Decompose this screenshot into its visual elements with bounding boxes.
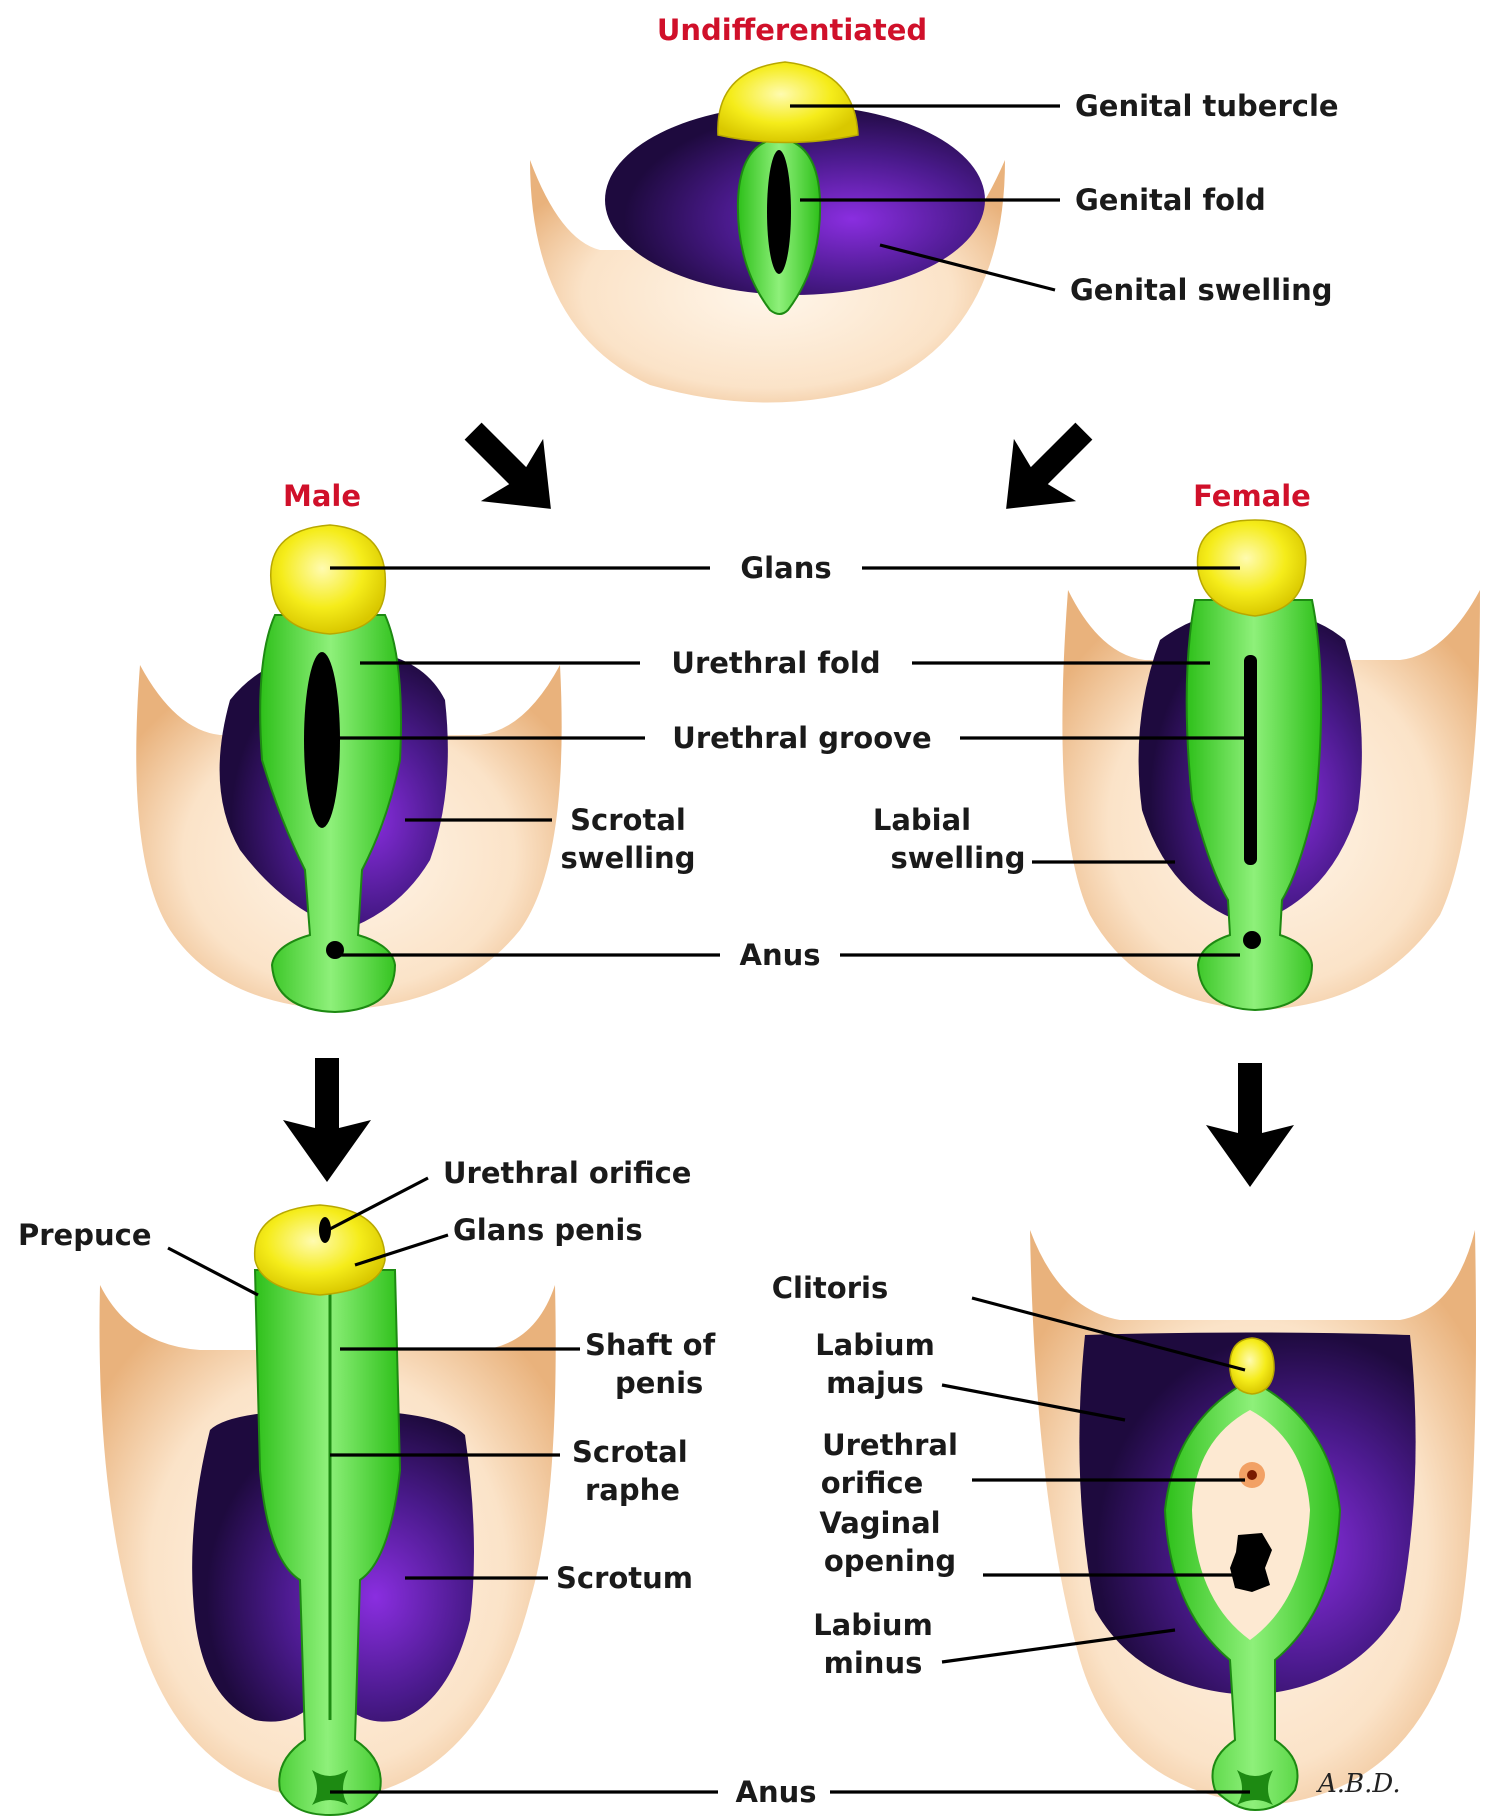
artist-signature: A.B.D.: [1316, 1769, 1401, 1799]
arrow-male-down: [283, 1058, 371, 1182]
vestibule-shape: [1192, 1410, 1310, 1640]
female-final-anus-shape: [1237, 1770, 1273, 1805]
label-scrotal-raphe-line1: Scrotal: [572, 1435, 688, 1469]
label-female-urethral-orifice-line1: Urethral: [822, 1428, 958, 1462]
label-vaginal-opening-line1: Vaginal: [819, 1506, 940, 1540]
title-female: Female: [1193, 479, 1311, 513]
label-glans: Glans: [740, 551, 831, 585]
label-labium-majus-line1: Labium: [815, 1328, 935, 1362]
label-genital-tubercle: Genital tubercle: [1075, 89, 1339, 123]
male-urethral-orifice-hole: [319, 1217, 331, 1243]
glans-penis-shape: [253, 1204, 386, 1296]
female-mid-anus-hole: [1243, 931, 1261, 949]
undifferentiated-stage: [530, 61, 1005, 403]
label-female-urethral-orifice-line2: orifice: [821, 1466, 924, 1500]
male-final-anus-shape: [312, 1770, 348, 1805]
genital-tubercle-shape: [717, 61, 859, 144]
arrow-female-down: [1206, 1063, 1294, 1187]
female-urethral-orifice-hole: [1247, 1470, 1257, 1480]
male-intermediate: [136, 524, 562, 1014]
label-labium-minus-line2: minus: [824, 1646, 923, 1680]
male-final: [99, 1204, 556, 1817]
female-final: [1030, 1230, 1476, 1812]
label-urethral-fold: Urethral fold: [671, 646, 880, 680]
leader-lines: [167, 104, 1250, 1794]
label-glans-penis: Glans penis: [453, 1213, 643, 1247]
label-clitoris: Clitoris: [772, 1271, 888, 1305]
male-urethral-groove-slit: [304, 652, 340, 828]
title-undifferentiated: Undifferentiated: [657, 13, 927, 47]
label-scrotal-swelling-line1: Scrotal: [570, 803, 686, 837]
label-anus-middle: Anus: [740, 938, 821, 972]
label-labial-swelling-line1: Labial: [873, 803, 971, 837]
label-genital-fold: Genital fold: [1075, 183, 1266, 217]
label-scrotal-swelling-line2: swelling: [561, 841, 696, 875]
label-genital-swelling: Genital swelling: [1070, 273, 1332, 307]
label-anus-bottom: Anus: [736, 1775, 817, 1809]
female-urethral-groove-slit: [1244, 655, 1257, 865]
vaginal-opening-shape: [1230, 1533, 1272, 1592]
label-scrotum: Scrotum: [556, 1561, 693, 1595]
label-labium-majus-line2: majus: [826, 1366, 924, 1400]
shaft-of-penis-shape: [253, 1269, 402, 1817]
label-shaft-of-penis-line1: Shaft of: [585, 1328, 716, 1362]
label-scrotal-raphe-line2: raphe: [585, 1473, 680, 1507]
label-labial-swelling-line2: swelling: [891, 841, 1026, 875]
genital-slit: [767, 150, 791, 274]
clitoris-shape: [1229, 1337, 1275, 1395]
label-prepuce: Prepuce: [18, 1218, 152, 1252]
label-vaginal-opening-line2: opening: [824, 1544, 956, 1578]
female-mid-glans-shape: [1196, 519, 1307, 617]
arrow-to-female: [1006, 422, 1093, 509]
label-labium-minus-line1: Labium: [813, 1608, 933, 1642]
label-urethral-groove: Urethral groove: [672, 721, 931, 755]
arrows: [283, 422, 1294, 1187]
female-intermediate: [1062, 519, 1480, 1012]
arrow-to-male: [464, 422, 551, 509]
title-male: Male: [283, 479, 361, 513]
label-male-urethral-orifice: Urethral orifice: [443, 1156, 691, 1190]
label-shaft-of-penis-line2: penis: [615, 1366, 703, 1400]
male-mid-glans-shape: [270, 524, 387, 635]
